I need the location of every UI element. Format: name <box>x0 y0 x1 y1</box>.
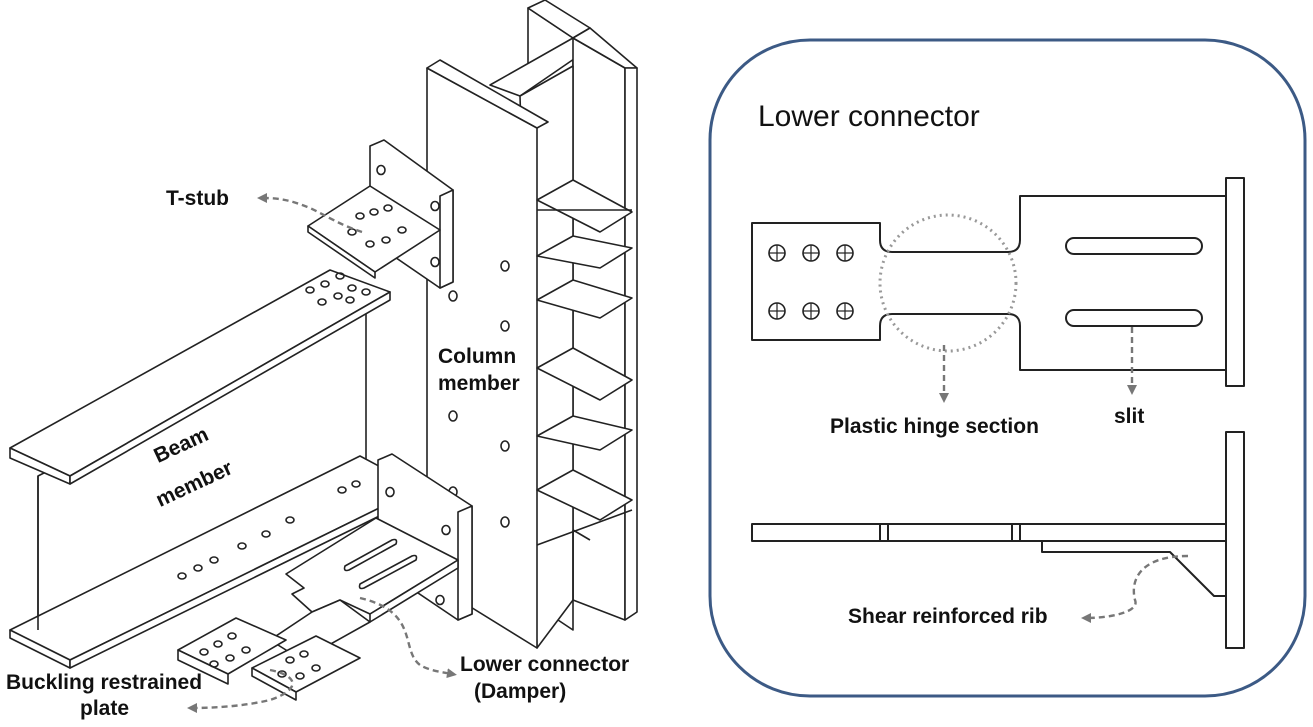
column-member <box>426 0 638 649</box>
lower-connector-plan <box>751 177 1245 387</box>
plastic-hinge-label: Plastic hinge section <box>830 415 1039 438</box>
column-member-label-line1: Column <box>438 345 517 368</box>
shear-rib-arrow <box>1081 554 1189 623</box>
panel-title: Lower connector <box>758 100 980 133</box>
t-stub <box>307 139 454 289</box>
beam-member <box>9 269 421 669</box>
buckling-plate-arrow <box>187 668 294 713</box>
lower-connector-label-line2: (Damper) <box>474 680 567 703</box>
plastic-hinge-circle <box>878 213 1018 353</box>
t-stub-arrow <box>257 193 363 234</box>
t-stub-label: T-stub <box>166 187 229 210</box>
lower-connector-arrow <box>359 596 457 679</box>
panel-border <box>708 38 1307 698</box>
leader-arrows-left <box>187 193 457 713</box>
slit-label: slit <box>1114 405 1145 428</box>
bolt-holes <box>768 244 854 320</box>
column-member-label-line2: member <box>438 372 520 395</box>
lower-connector-label-line1: Lower connector <box>460 653 630 676</box>
lower-connector-3d <box>177 453 473 701</box>
buckling-plate-label-line1: Buckling restrained <box>6 671 203 694</box>
leader-arrows-right <box>939 327 1189 623</box>
shear-rib-label: Shear reinforced rib <box>848 605 1048 628</box>
lower-connector-elevation <box>751 431 1245 649</box>
buckling-plate-label-line2: plate <box>80 697 130 720</box>
